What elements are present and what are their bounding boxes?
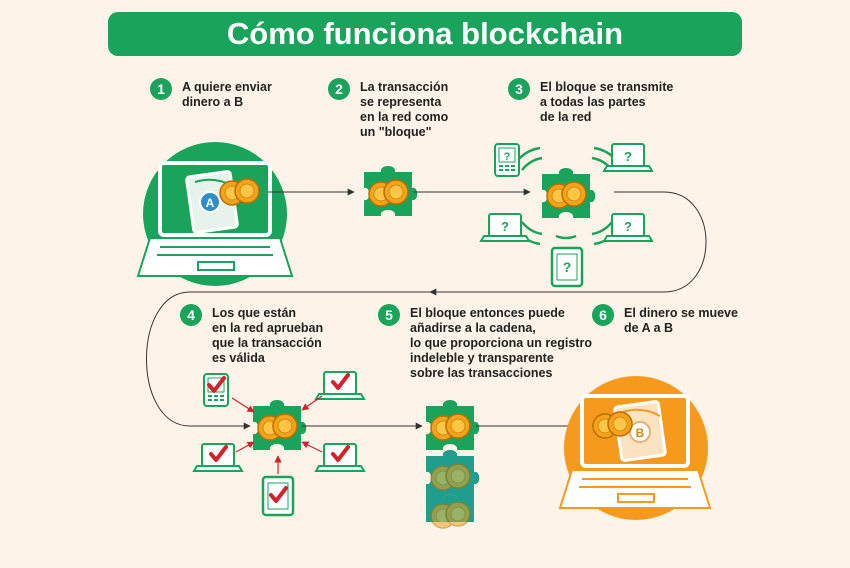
step-text: Los que están en la red aprueban que la …	[212, 306, 323, 366]
coins-icon	[430, 463, 471, 491]
step-6: 6 El dinero se mueve de A a B	[592, 304, 738, 336]
block-chain	[426, 400, 480, 529]
puzzle-block-icon	[426, 494, 474, 529]
unknown-mark: ?	[501, 219, 509, 234]
page-title: Cómo funciona blockchain	[226, 16, 624, 51]
step-line: a todas las partes	[540, 95, 646, 109]
step-line: es válida	[212, 351, 265, 365]
step-line: sobre las transacciones	[410, 366, 553, 380]
step-line: se representa	[360, 95, 442, 109]
puzzle-block-icon	[253, 400, 307, 450]
step-line: Los que están	[212, 306, 297, 320]
coins-icon	[430, 413, 471, 441]
step-line: un "bloque"	[360, 125, 432, 139]
step-number: 6	[592, 304, 614, 326]
title-bar: Cómo funciona blockchain	[108, 12, 742, 56]
unknown-mark: ?	[624, 219, 632, 234]
wallet-b-label: B	[636, 426, 645, 440]
unknown-mark: ?	[624, 149, 632, 164]
step-number: 5	[378, 304, 400, 326]
step-4: 4 Los que están en la red aprueban que l…	[180, 304, 323, 366]
step-line: de A a B	[624, 321, 674, 335]
arrow-3-4-top	[429, 191, 707, 296]
step-text: El bloque se transmite a todas las parte…	[540, 80, 673, 125]
step-text: El dinero se mueve de A a B	[624, 306, 738, 336]
step-line: indeleble y transparente	[410, 351, 554, 365]
step-line: en la red aprueban	[212, 321, 324, 335]
puzzle-block-icon	[426, 400, 480, 450]
step-line: El bloque se transmite	[540, 80, 674, 94]
step-line: El bloque entonces puede	[410, 306, 565, 320]
coins-icon	[368, 179, 409, 207]
unknown-mark: ?	[504, 151, 511, 163]
step-2: 2 La transacción se representa en la red…	[328, 78, 448, 140]
step-number: 4	[180, 304, 202, 326]
step-line: A quiere enviar	[182, 80, 272, 94]
puzzle-block-icon	[364, 166, 418, 216]
coins-icon	[257, 413, 298, 441]
step-line: añadirse a la cadena,	[410, 321, 536, 335]
coins-icon	[592, 411, 633, 439]
step-line: lo que proporciona un registro	[410, 336, 592, 350]
puzzle-block-icon	[542, 168, 596, 218]
step-text: A quiere enviar dinero a B	[182, 80, 272, 110]
coins-icon	[546, 181, 587, 209]
step-line: en la red como	[360, 110, 449, 124]
step-number: 3	[508, 78, 530, 100]
step-line: dinero a B	[182, 95, 244, 109]
step-line: El dinero se mueve	[624, 306, 738, 320]
approval-group	[193, 371, 365, 517]
broadcast-group: ? ? ? ? ?	[480, 143, 653, 288]
step-number: 1	[150, 78, 172, 100]
step-line: La transacción	[360, 80, 449, 94]
step-number: 2	[328, 78, 350, 100]
step-3: 3 El bloque se transmite a todas las par…	[508, 78, 673, 125]
step-text: La transacción se representa en la red c…	[360, 80, 448, 140]
step-text: El bloque entonces puede añadirse a la c…	[410, 306, 592, 381]
laptop-a-group: A	[136, 142, 294, 286]
laptop-b-group: B	[558, 376, 712, 520]
arrow-3-4-bottom	[146, 291, 430, 430]
step-1: 1 A quiere enviar dinero a B	[150, 78, 272, 110]
coins-icon	[219, 178, 260, 206]
step-line: que la transacción	[212, 336, 322, 350]
puzzle-block-icon	[426, 450, 480, 500]
coins-icon	[430, 501, 471, 529]
unknown-mark: ?	[563, 259, 572, 275]
step-line: de la red	[540, 110, 592, 124]
step-5: 5 El bloque entonces puede añadirse a la…	[378, 304, 592, 381]
approval-arrows	[231, 395, 323, 474]
wallet-a-label: A	[206, 196, 215, 210]
